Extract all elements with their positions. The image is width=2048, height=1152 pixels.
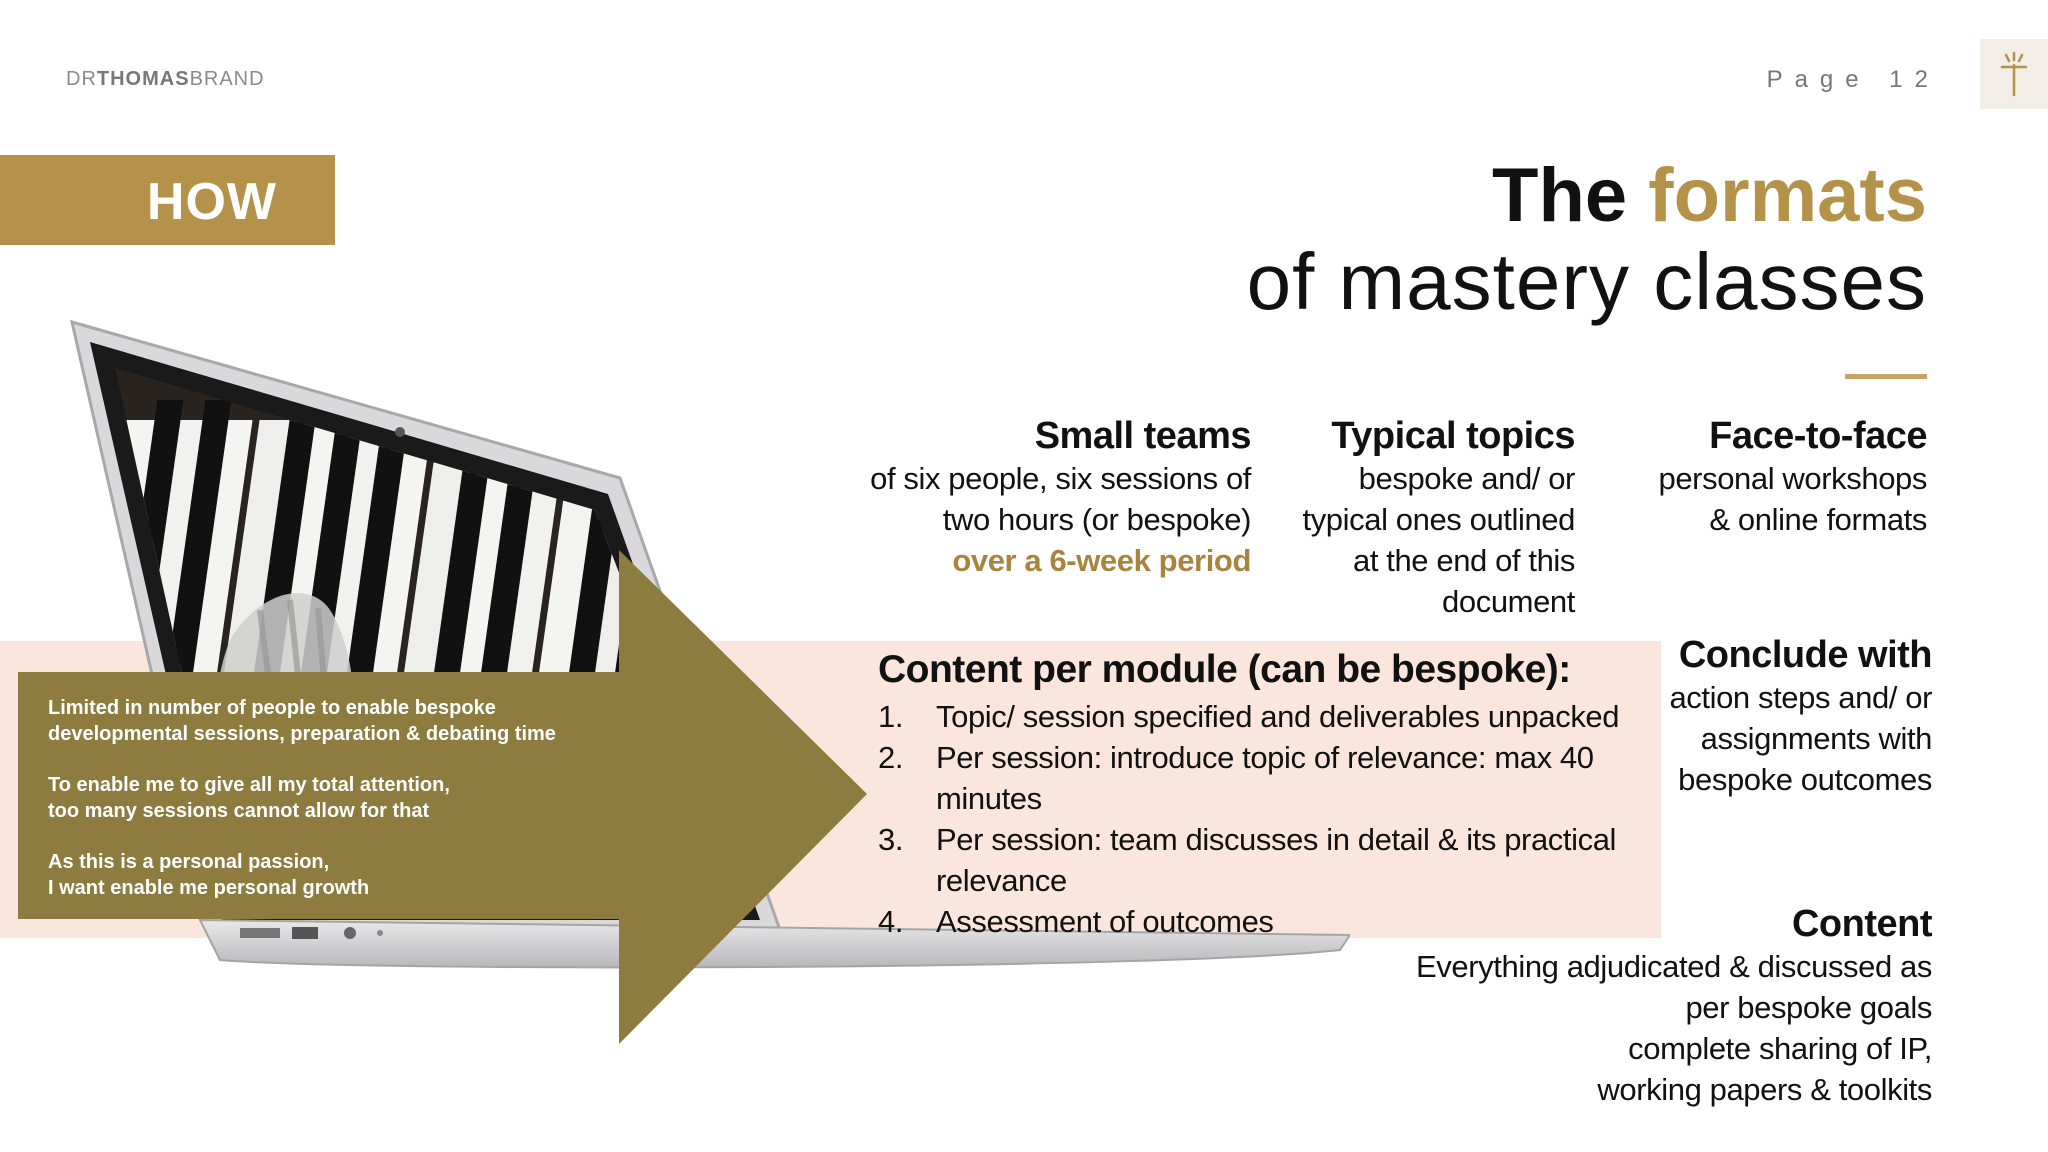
arrow-head-shape: [619, 550, 867, 1044]
page-title: The formats: [1492, 153, 1927, 238]
panel-paragraph-1: Limited in number of people to enable be…: [48, 697, 556, 745]
conclude-line: action steps and/ or: [1669, 680, 1932, 715]
content-module-heading: Content per module (can be bespoke):: [878, 648, 1571, 691]
typical-topics-line: at the end of this: [1352, 543, 1575, 578]
face-to-face-line: & online formats: [1709, 502, 1927, 537]
logo-badge: [1980, 39, 2048, 109]
brand-wordmark: DRTHOMASBRAND: [66, 68, 265, 90]
how-band: HOW: [0, 155, 335, 245]
panel-paragraph-3: As this is a personal passion,I want ena…: [48, 851, 370, 899]
arrow-panel: [18, 672, 620, 919]
panel-paragraph-2: To enable me to give all my total attent…: [48, 774, 450, 822]
content-heading: Content: [1791, 903, 1933, 945]
small-teams-line: of six people, six sessions of: [870, 461, 1251, 496]
title-accent: formats: [1648, 153, 1927, 238]
typical-topics-line: document: [1442, 584, 1575, 619]
small-teams-block: Small teams of six people, six sessions …: [870, 414, 1251, 581]
content-line: complete sharing of IP,: [1628, 1031, 1932, 1066]
small-teams-line: two hours (or bespoke): [942, 502, 1252, 537]
content-line: per bespoke goals: [1685, 990, 1932, 1025]
how-label: HOW: [146, 173, 277, 231]
small-teams-heading: Small teams: [1034, 415, 1252, 457]
content-module-list: 1.Topic/ session specified and deliverab…: [878, 696, 1638, 942]
face-to-face-block: Face-to-face personal workshops & online…: [1658, 414, 1927, 540]
list-item: 4.Assessment of outcomes: [878, 904, 1274, 939]
face-to-face-heading: Face-to-face: [1709, 415, 1927, 457]
typical-topics-line: typical ones outlined: [1302, 502, 1575, 537]
t-cross-icon: [2000, 51, 2028, 97]
conclude-block: Conclude with action steps and/ or assig…: [1669, 633, 1932, 800]
typical-topics-line: bespoke and/ or: [1358, 461, 1576, 496]
list-item: 2.Per session: introduce topic of releva…: [878, 740, 1594, 816]
page-number: Page 12: [1766, 66, 1940, 93]
conclude-line: assignments with: [1700, 721, 1933, 756]
conclude-heading: Conclude with: [1678, 634, 1933, 676]
list-item: 1.Topic/ session specified and deliverab…: [878, 699, 1620, 734]
small-teams-highlight: over a 6-week period: [952, 543, 1251, 578]
content-line: working papers & toolkits: [1597, 1072, 1932, 1107]
page-subtitle: of mastery classes: [1246, 237, 1927, 326]
content-block: Content Everything adjudicated & discuss…: [1416, 902, 1932, 1110]
face-to-face-line: personal workshops: [1658, 461, 1927, 496]
typical-topics-block: Typical topics bespoke and/ or typical o…: [1302, 414, 1575, 622]
title-divider: [1845, 374, 1927, 379]
list-item: 3.Per session: team discusses in detail …: [878, 822, 1617, 898]
conclude-line: bespoke outcomes: [1678, 762, 1932, 797]
content-line: Everything adjudicated & discussed as: [1416, 949, 1932, 984]
typical-topics-heading: Typical topics: [1331, 415, 1575, 457]
